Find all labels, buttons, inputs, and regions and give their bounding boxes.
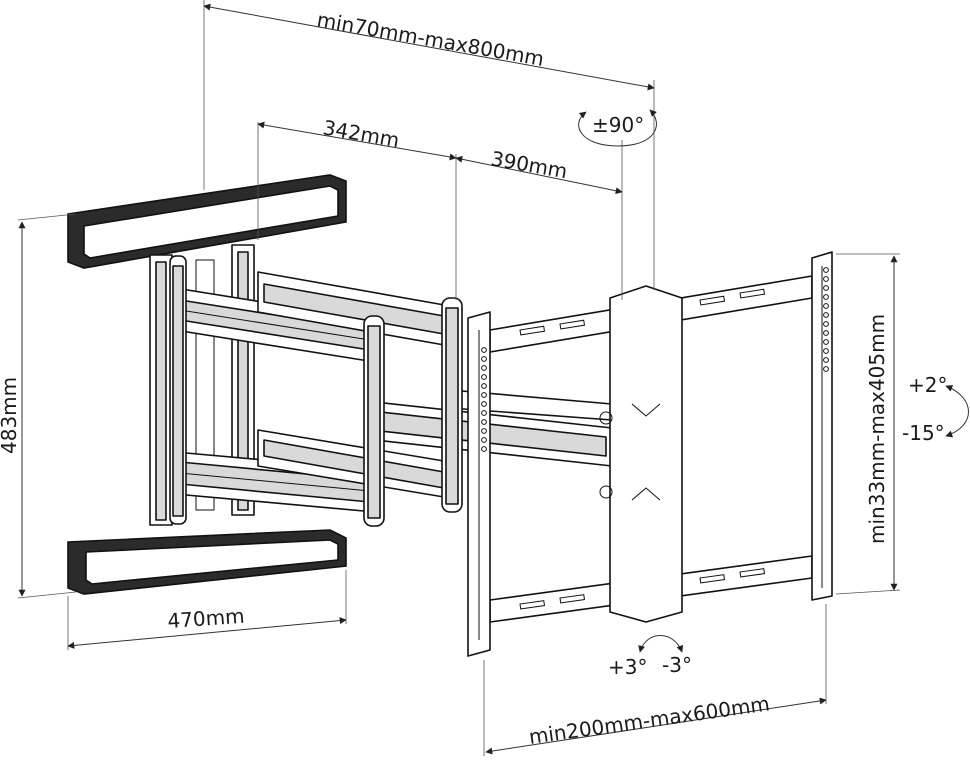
hinge-left — [169, 255, 187, 525]
rail-hole — [823, 330, 829, 336]
dim-wall-height: 483mm — [0, 213, 77, 599]
level-indicator: +3° -3° — [608, 635, 692, 679]
rail-hole — [481, 419, 487, 425]
rail-hole — [823, 303, 829, 309]
label-swivel: ±90° — [592, 113, 644, 137]
label-arm-1: 342mm — [321, 115, 401, 152]
rail-hole — [823, 339, 829, 345]
rail-hole — [481, 347, 487, 353]
rail-hole — [823, 366, 829, 372]
label-vesa-vertical: min33mm-max405mm — [865, 314, 889, 544]
hinge-middle — [363, 315, 385, 527]
rail-hole — [481, 401, 487, 407]
tv-bracket — [467, 251, 833, 657]
rail-hole — [481, 428, 487, 434]
rail-hole — [823, 294, 829, 300]
rail-hole — [823, 321, 829, 327]
rail-hole — [823, 312, 829, 318]
swivel-indicator: ±90° — [578, 109, 657, 147]
label-wall-height: 483mm — [0, 377, 21, 454]
label-wall-width: 470mm — [167, 604, 246, 633]
label-level-plus: +3° — [608, 655, 647, 679]
dim-total-depth: min70mm-max800mm — [203, 0, 655, 290]
tilt-indicator: +2° -15° — [902, 373, 969, 445]
rail-hole — [481, 392, 487, 398]
rail-hole — [823, 285, 829, 291]
dim-arm-2: 390mm — [455, 140, 623, 300]
label-level-minus: -3° — [662, 653, 692, 677]
rail-hole — [823, 348, 829, 354]
dim-vesa-horizontal: min200mm-max600mm — [483, 604, 827, 756]
arm-right-crossbar — [374, 389, 613, 467]
rail-hole — [823, 267, 829, 273]
rail-hole — [481, 374, 487, 380]
rail-hole — [823, 357, 829, 363]
hinge-right — [441, 297, 463, 513]
rail-hole — [481, 365, 487, 371]
label-vesa-horizontal: min200mm-max600mm — [527, 691, 771, 749]
rail-hole — [823, 276, 829, 282]
rail-hole — [481, 410, 487, 416]
rail-hole — [481, 356, 487, 362]
label-total-depth: min70mm-max800mm — [315, 7, 546, 71]
dim-vesa-vertical: min33mm-max405mm — [835, 253, 901, 595]
rail-hole — [481, 437, 487, 443]
wall-plate — [67, 174, 347, 595]
rail-hole — [481, 446, 487, 452]
label-arm-2: 390mm — [489, 146, 569, 183]
label-tilt-down: -15° — [902, 421, 945, 445]
dim-wall-width: 470mm — [67, 570, 347, 650]
rail-hole — [481, 383, 487, 389]
label-tilt-up: +2° — [908, 373, 947, 397]
rail-holes — [481, 267, 829, 452]
